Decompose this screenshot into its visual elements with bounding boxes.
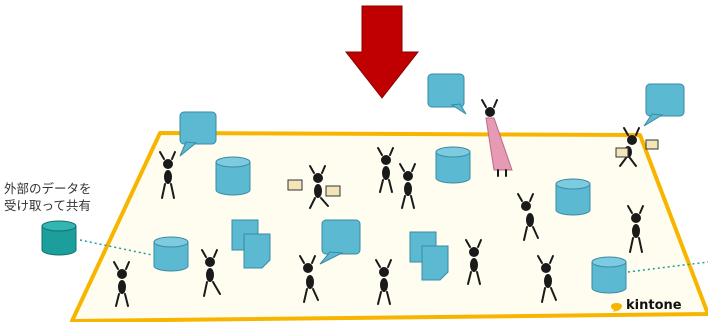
caption-line-2: 受け取って共有	[4, 198, 91, 213]
outgoing-data-link	[627, 261, 708, 273]
person-icon	[627, 205, 644, 253]
external-database-icon	[41, 220, 77, 256]
person-icon	[377, 147, 394, 193]
person-icon	[537, 255, 557, 303]
external-data-caption: 外部のデータを 受け取って共有	[4, 180, 92, 214]
speech-bubble-icon	[427, 73, 467, 115]
database-icon	[591, 256, 627, 294]
database-icon	[153, 236, 189, 272]
person-icon	[201, 249, 221, 297]
speech-bubble-icon	[179, 111, 217, 157]
person-icon	[113, 261, 130, 307]
person-icon	[517, 193, 539, 241]
speech-bubble-icon	[643, 83, 685, 127]
database-icon	[555, 178, 591, 216]
person-icon	[481, 99, 513, 177]
external-data-link	[79, 239, 153, 256]
kintone-brand-label: kintone	[626, 298, 682, 313]
database-icon	[435, 146, 471, 184]
person-icon	[159, 151, 176, 199]
speech-bubble-icon	[319, 219, 361, 265]
person-icon	[399, 163, 416, 209]
down-arrow-icon	[344, 5, 420, 99]
person-icon	[375, 259, 392, 305]
person-icon	[465, 239, 482, 285]
kintone-logo-icon	[611, 303, 622, 312]
person-icon	[309, 165, 329, 209]
document-icon	[231, 219, 271, 269]
database-icon	[215, 156, 251, 196]
person-icon	[299, 255, 319, 303]
document-icon	[409, 231, 449, 281]
caption-line-1: 外部のデータを	[4, 181, 92, 196]
laptop-icon	[287, 139, 659, 197]
